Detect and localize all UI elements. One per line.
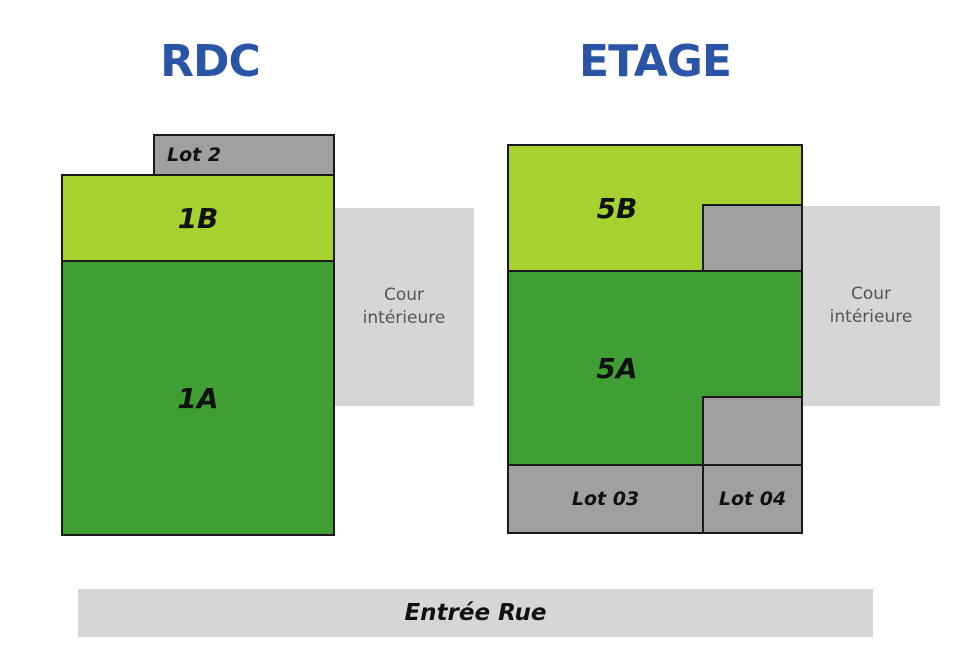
rdc-heading: RDC xyxy=(160,36,261,87)
lot-1a-label: 1A xyxy=(177,381,219,415)
lot-1b: 1B xyxy=(61,174,335,262)
lot-03: Lot 03 xyxy=(507,464,704,534)
rdc-courtyard-label-2: intérieure xyxy=(362,308,446,328)
lot-5b-label-wrap: 5B xyxy=(507,144,727,272)
rdc-courtyard-label-1: Cour xyxy=(383,285,425,306)
lot-1a: 1A xyxy=(61,260,335,536)
lot-03-label: Lot 03 xyxy=(571,488,640,510)
etage-heading: ETAGE xyxy=(579,36,732,87)
etage-gray-block-upper xyxy=(702,204,803,272)
lot-2-label: Lot 2 xyxy=(167,144,222,166)
etage-gray-block-lower xyxy=(702,396,803,466)
lot-5b-label: 5B xyxy=(596,191,638,225)
etage-courtyard-label-2: intérieure xyxy=(829,307,913,327)
etage-courtyard-label-1: Cour xyxy=(850,284,892,305)
lot-04: Lot 04 xyxy=(702,464,803,534)
lot-04-label: Lot 04 xyxy=(718,488,787,510)
etage-courtyard: Cour intérieure xyxy=(802,206,940,406)
lot-2: Lot 2 xyxy=(153,134,335,176)
entrance-street-bar: Entrée Rue xyxy=(78,589,873,637)
lot-5a-label: 5A xyxy=(596,351,638,385)
entrance-street-label: Entrée Rue xyxy=(404,600,547,626)
rdc-courtyard: Cour intérieure xyxy=(334,208,474,406)
lot-1b-label: 1B xyxy=(177,201,219,235)
lot-5a-label-wrap: 5A xyxy=(507,270,727,466)
